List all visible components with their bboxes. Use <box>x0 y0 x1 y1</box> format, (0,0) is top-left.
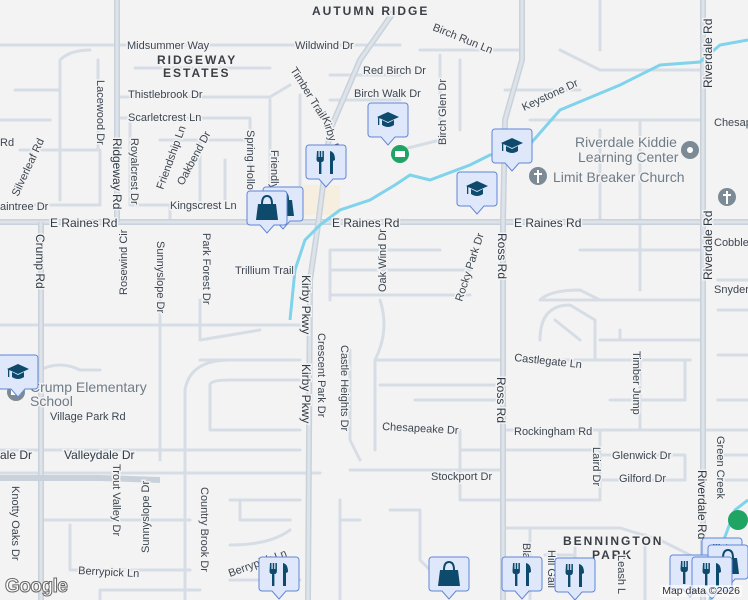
street-label: Crescent Park Dr <box>315 333 327 418</box>
street-label: Keystone Dr <box>520 77 580 114</box>
street-label: Sunnyslope Dr <box>140 481 152 553</box>
creek <box>288 38 748 321</box>
poi-kiddie-learning-center[interactable]: Riverdale Kiddie Learning Center <box>574 133 699 167</box>
google-logo: Google <box>4 576 68 598</box>
poi-church-east[interactable] <box>718 188 736 206</box>
street-label: Silverleaf Rd <box>10 137 47 199</box>
street-label: E Raines Rd <box>514 216 581 230</box>
street-label: Ross Rd <box>495 233 509 279</box>
street-label: Valleydale Dr <box>64 448 134 462</box>
area-label-autumn-ridge: AUTUMN RIDGE <box>312 4 429 18</box>
street-label: E Raines Rd <box>332 216 399 230</box>
street-label: Trillium Trail <box>235 265 294 277</box>
street-label: aintree Dr <box>0 201 49 213</box>
street-label: Friendly <box>268 150 280 190</box>
street-label: Kirby Pkwy <box>299 275 313 334</box>
street-label: Park Forest Dr <box>200 233 212 305</box>
street-label: Royalcrest Dr <box>128 138 140 205</box>
street-label: Oak Wind Dr <box>377 229 389 292</box>
street-label: Castlegate Ln <box>514 352 583 371</box>
map-attribution[interactable]: Map data ©2026 <box>660 585 742 597</box>
street-label: Berrypick Ln <box>78 565 140 580</box>
shopping-marker[interactable] <box>428 556 470 600</box>
street-label: Midsummer Way <box>127 40 210 52</box>
street-label: Ross Rd <box>494 377 508 423</box>
street-label: Red Birch Dr <box>363 65 426 77</box>
area-label-bennington: BENNINGTON <box>563 534 663 548</box>
street-label: Leash L <box>615 555 627 594</box>
street-label: Snyder <box>714 284 748 296</box>
park-icon[interactable] <box>391 145 409 163</box>
street-label: E Raines Rd <box>50 216 117 230</box>
restaurant-marker[interactable] <box>258 556 300 600</box>
area-label-estates: ESTATES <box>163 66 231 80</box>
poi-label: Riverdale Kiddie <box>575 134 677 150</box>
street-label: Riverdale Rd <box>695 470 709 539</box>
street-label: Sunnyslope Dr <box>154 241 166 313</box>
poi-crump-elementary-school[interactable]: Crump Elementary School <box>7 378 148 411</box>
street-label: Castle Heights Dr <box>338 345 350 432</box>
restaurant-marker[interactable] <box>305 144 347 188</box>
area-label-park: PARK <box>592 548 633 562</box>
poi-label: Learning Center <box>578 149 679 165</box>
poi-label: Limit Breaker Church <box>553 169 685 185</box>
street-label: Wildwind Dr <box>295 40 354 52</box>
park-icon[interactable] <box>728 510 748 530</box>
poi-label: School <box>30 393 73 409</box>
street-label: Stockport Dr <box>431 471 492 483</box>
street-label: Kirby Pkwy <box>299 364 313 423</box>
street-label: Kingscrest Ln <box>170 200 237 212</box>
school-marker[interactable] <box>491 128 533 172</box>
street-label: Riverdale Rd <box>701 19 715 88</box>
street-label: Glenwick Dr <box>612 450 672 462</box>
street-label: Birch Glen Dr <box>437 79 449 145</box>
street-label: Timber Trail <box>287 65 328 120</box>
restaurant-marker[interactable] <box>554 557 596 600</box>
street-label: Spring Hollo <box>244 130 256 190</box>
street-label: Crump Rd <box>33 234 47 289</box>
street-label: Trout Valley Dr <box>110 464 122 536</box>
area-label-ridgeway: RIDGEWAY <box>157 53 237 67</box>
street-label: ale Dr <box>0 448 32 462</box>
street-label: Birch Walk Dr <box>354 88 421 100</box>
street-label: Ridgeway Rd <box>110 138 124 209</box>
street-label: Gilford Dr <box>619 473 666 485</box>
street-label: Cobbles <box>714 237 748 249</box>
poi-label: Crump Elementary <box>30 379 147 395</box>
street-label: Chesapeake Dr <box>382 421 459 437</box>
street-label: Rockingham Rd <box>514 426 592 438</box>
street-label: Scarletcrest Ln <box>128 112 201 124</box>
school-marker[interactable] <box>367 102 409 146</box>
street-label: Thistlebrook Dr <box>128 89 203 101</box>
street-label: Rocky Park Dr <box>453 231 486 302</box>
street-label: Rosewind Cir <box>118 229 130 295</box>
school-marker[interactable] <box>456 171 498 215</box>
street-label: Laird Dr <box>590 447 602 486</box>
street-label: Rd <box>0 137 14 149</box>
street-label: Lacewood Dr <box>94 80 106 145</box>
street-label: Green Creek <box>714 436 726 499</box>
street-label: Knotty Oaks Dr <box>9 486 21 561</box>
street-label: Country Brook Dr <box>198 487 210 572</box>
street-label: Chesap <box>714 117 748 129</box>
street-label: Timber Jump <box>630 351 642 415</box>
street-label: Riverdale Rd <box>701 211 715 280</box>
street-label: Village Park Rd <box>50 411 126 423</box>
poi-limit-breaker-church[interactable]: Limit Breaker Church <box>529 167 686 187</box>
restaurant-marker[interactable] <box>501 556 543 600</box>
